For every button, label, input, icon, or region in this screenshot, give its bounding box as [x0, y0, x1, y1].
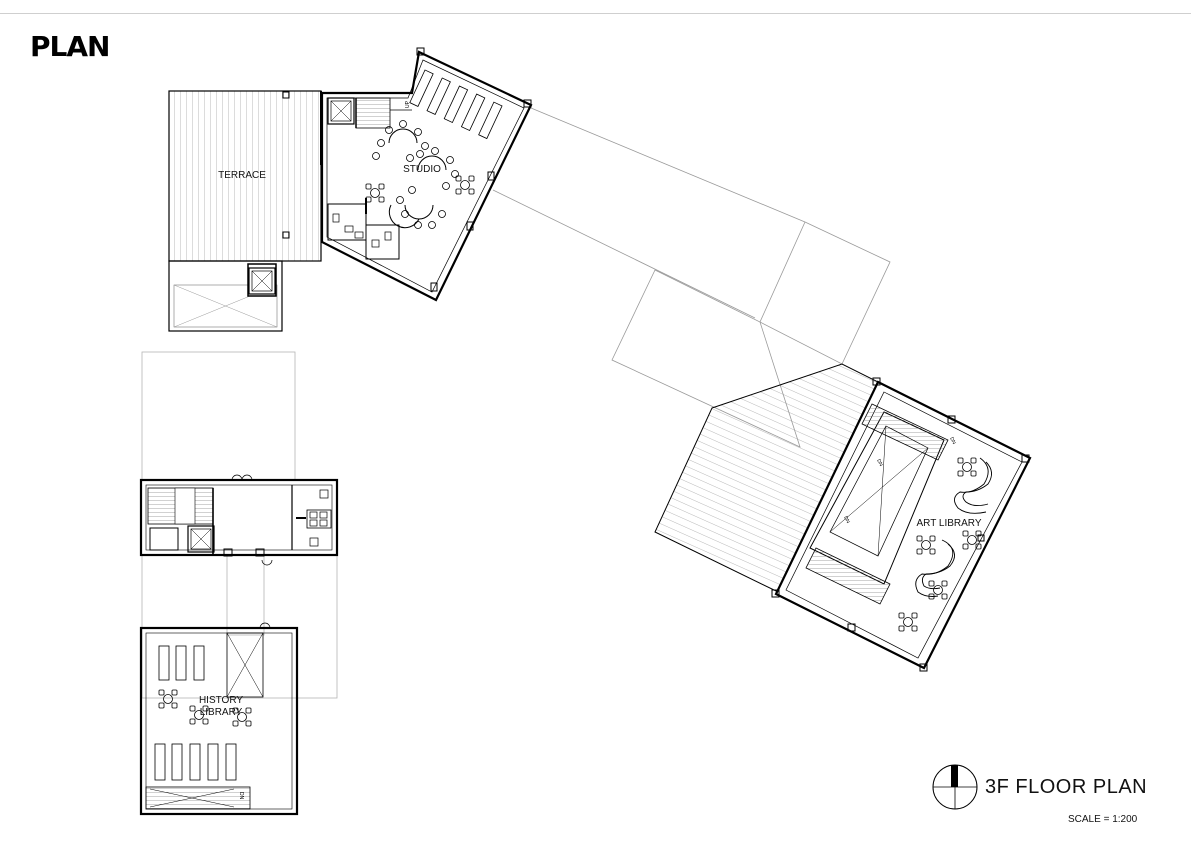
room-label-studio: STUDIO	[403, 164, 441, 175]
terrace-lower-wing	[168, 260, 283, 332]
core-shaft	[149, 527, 179, 551]
terrace-deck	[168, 90, 322, 262]
core-block	[139, 478, 339, 557]
history-table	[158, 689, 178, 709]
studio-stair	[355, 97, 391, 129]
art-library-block: DN DN DN	[654, 363, 1032, 672]
history-shelves-top	[158, 645, 205, 681]
studio-elevator	[327, 97, 355, 125]
art-stair-dn: DN	[842, 515, 851, 524]
terrace-lower-void	[173, 284, 278, 328]
history-library-room	[139, 626, 299, 816]
art-stair-dn: DN	[875, 458, 884, 467]
sheet-heading: PLAN	[30, 30, 110, 63]
studio-table	[455, 175, 475, 195]
art-stair-dn: DN	[948, 436, 957, 445]
room-label-terrace: TERRACE	[218, 170, 266, 181]
history-block: DN	[139, 351, 339, 816]
history-library-line2: LIBRARY	[199, 707, 243, 718]
studio-restroom	[365, 224, 400, 260]
history-stair	[145, 786, 251, 810]
studio-table	[365, 183, 385, 203]
room-label-art-library: ART LIBRARY	[916, 518, 982, 529]
north-arrow-icon	[932, 764, 978, 810]
room-label-history-library: HISTORY LIBRARY	[186, 695, 256, 719]
terrace-block	[168, 90, 322, 332]
core-elevator	[187, 525, 215, 553]
studio-restroom	[327, 203, 367, 241]
sheet-border-line	[0, 13, 1191, 14]
studio-bookshelves	[409, 69, 503, 140]
studio-stair-up: UP	[405, 100, 411, 108]
drawing-title: 3F FLOOR PLAN	[985, 776, 1148, 798]
drawing-scale: SCALE = 1:200	[1068, 814, 1138, 825]
studio-block: UP	[320, 47, 533, 302]
history-stair-dn: DN	[238, 792, 244, 800]
history-library-line1: HISTORY	[198, 695, 244, 706]
history-shelves-bottom	[154, 743, 237, 781]
